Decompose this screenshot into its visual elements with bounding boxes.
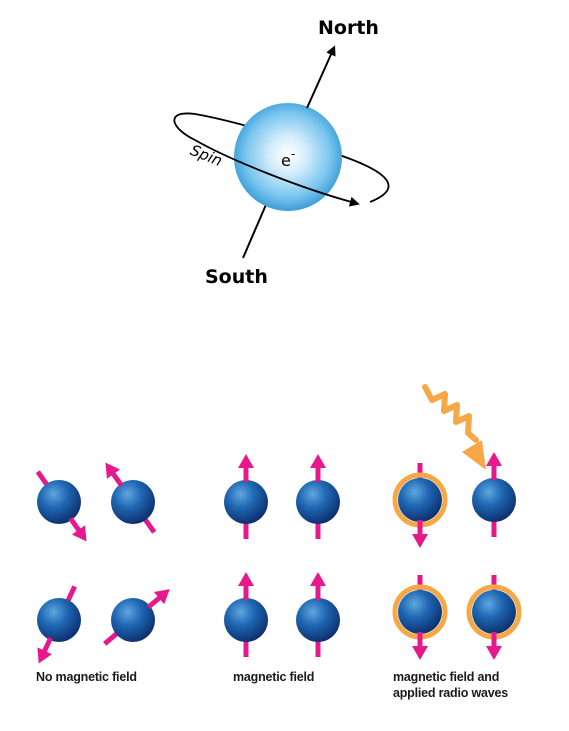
north-label: North (318, 17, 379, 39)
caption-no-field: No magnetic field (36, 669, 137, 685)
spin-arrowhead (71, 525, 87, 542)
spin-arrowhead (310, 454, 326, 468)
proton-7 (224, 572, 268, 657)
spin-arrowhead (486, 646, 502, 660)
proton-sphere (472, 478, 516, 522)
caption-line: No magnetic field (36, 670, 137, 684)
spin-arrowhead (412, 646, 428, 660)
proton-sphere (37, 598, 81, 642)
proton-10 (472, 452, 516, 537)
radio-wave-zigzag (422, 384, 479, 443)
proton-12 (466, 575, 522, 660)
proton-sphere (398, 590, 442, 634)
proton-sphere (111, 480, 155, 524)
spin-arrow-shaft (146, 594, 163, 610)
spin-arrowhead (238, 454, 254, 468)
electron-diagram: North South Spin e- (173, 17, 390, 288)
caption-line: magnetic field (233, 670, 315, 684)
proton-sphere (224, 598, 268, 642)
spin-arrowhead (310, 572, 326, 586)
spin-arrowhead (412, 534, 428, 548)
proton-1 (35, 470, 87, 542)
particle-label: e- (281, 147, 295, 170)
spin-arrowhead (105, 462, 121, 479)
proton-sphere (37, 480, 81, 524)
spin-arrowhead (486, 452, 502, 466)
spin-arrowhead (238, 572, 254, 586)
proton-panels (35, 452, 522, 664)
proton-6 (296, 454, 340, 539)
proton-9 (392, 463, 448, 548)
proton-sphere (472, 590, 516, 634)
radio-wave-arrowhead (462, 440, 486, 470)
proton-8 (296, 572, 340, 657)
spin-arrow-shaft (41, 637, 53, 654)
proton-5 (224, 454, 268, 539)
spin-arrowhead (37, 647, 52, 664)
caption-line: applied radio waves (393, 686, 508, 700)
proton-2 (105, 462, 157, 534)
caption-field: magnetic field (233, 669, 314, 685)
proton-sphere (224, 480, 268, 524)
electron-sphere (234, 103, 342, 211)
south-axis-line (242, 199, 269, 259)
proton-11 (392, 575, 448, 660)
proton-sphere (296, 598, 340, 642)
proton-4 (103, 589, 170, 646)
proton-sphere (296, 480, 340, 524)
spin-arrowhead (153, 589, 170, 605)
spin-label: Spin (188, 141, 225, 170)
spin-orbit-front (194, 139, 360, 207)
particle-charge: - (291, 147, 295, 161)
proton-sphere (398, 478, 442, 522)
spin-arrow-shaft (110, 471, 124, 488)
north-axis-arrow (306, 45, 336, 109)
proton-sphere (111, 598, 155, 642)
particle-symbol: e (281, 151, 291, 170)
caption-line: magnetic field and (393, 670, 500, 684)
proton-3 (37, 585, 81, 664)
caption-field-radio: magnetic field and applied radio waves (393, 669, 508, 701)
south-label: South (205, 266, 268, 288)
spin-arrow-shaft (68, 516, 82, 533)
radio-wave-arrow (422, 384, 486, 470)
